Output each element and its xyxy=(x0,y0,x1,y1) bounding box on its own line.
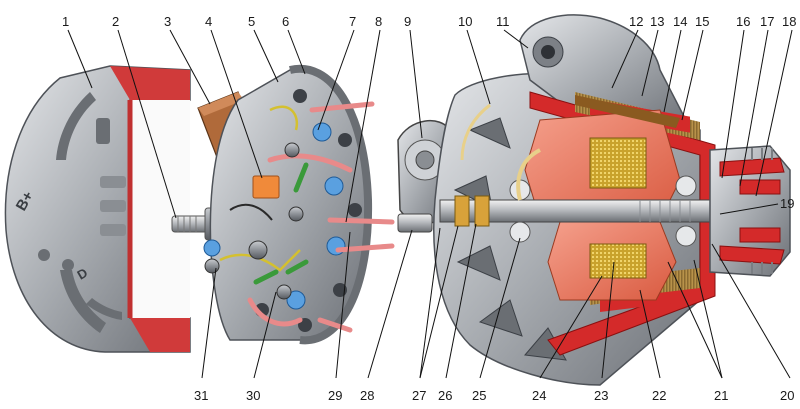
alternator-body xyxy=(433,14,791,386)
callout-8: 8 xyxy=(375,14,382,29)
callout-4: 4 xyxy=(205,14,212,29)
callout-5: 5 xyxy=(248,14,255,29)
callout-14: 14 xyxy=(673,14,687,29)
callout-10: 10 xyxy=(458,14,472,29)
callout-9: 9 xyxy=(404,14,411,29)
callout-25: 25 xyxy=(472,388,486,403)
callout-17: 17 xyxy=(760,14,774,29)
leader-lines xyxy=(67,29,793,379)
callout-19: 19 xyxy=(780,196,794,211)
callout-3: 3 xyxy=(164,14,171,29)
callout-22: 22 xyxy=(652,388,666,403)
rectifier-unit xyxy=(203,64,395,345)
callout-30: 30 xyxy=(246,388,260,403)
callout-13: 13 xyxy=(650,14,664,29)
callout-12: 12 xyxy=(629,14,643,29)
callout-16: 16 xyxy=(736,14,750,29)
callout-labels: 1 2 3 4 5 6 7 8 9 10 11 12 13 14 15 16 1… xyxy=(62,14,796,403)
callout-31: 31 xyxy=(194,388,208,403)
callout-7: 7 xyxy=(349,14,356,29)
callout-11: 11 xyxy=(496,14,510,29)
callout-21: 21 xyxy=(714,388,728,403)
callout-1: 1 xyxy=(62,14,69,29)
callout-28: 28 xyxy=(360,388,374,403)
callout-6: 6 xyxy=(282,14,289,29)
callout-15: 15 xyxy=(695,14,709,29)
rear-cover: B+ D xyxy=(4,65,191,353)
callout-27: 27 xyxy=(412,388,426,403)
callout-20: 20 xyxy=(780,388,794,403)
callout-24: 24 xyxy=(532,388,546,403)
callout-29: 29 xyxy=(328,388,342,403)
callout-23: 23 xyxy=(594,388,608,403)
callout-2: 2 xyxy=(112,14,119,29)
callout-26: 26 xyxy=(438,388,452,403)
callout-18: 18 xyxy=(782,14,796,29)
